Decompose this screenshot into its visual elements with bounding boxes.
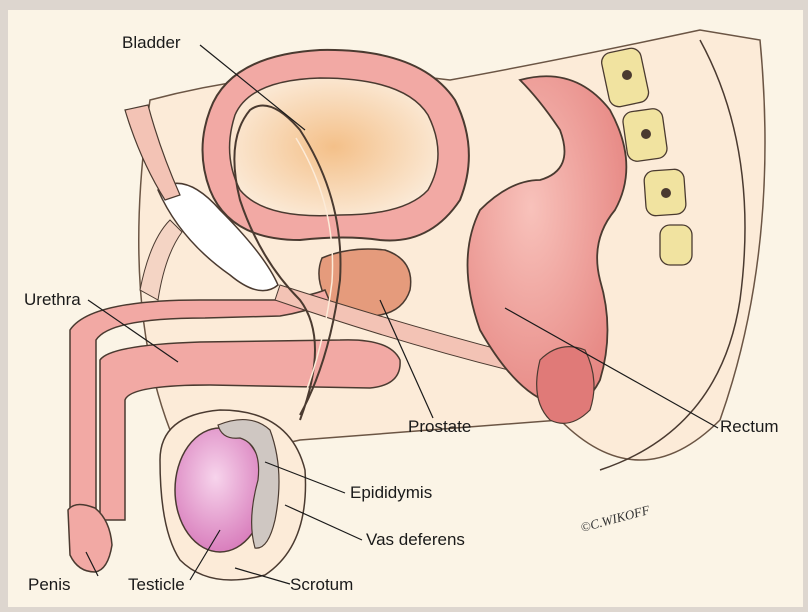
- label-urethra: Urethra: [24, 290, 81, 309]
- label-bladder: Bladder: [122, 33, 181, 52]
- label-epididymis: Epididymis: [350, 483, 432, 502]
- label-penis: Penis: [28, 575, 71, 594]
- bladder-lumen: [230, 78, 438, 216]
- anal-canal: [537, 347, 594, 424]
- label-prostate: Prostate: [408, 417, 471, 436]
- testicle-organ: [175, 428, 265, 552]
- label-scrotum: Scrotum: [290, 575, 353, 594]
- label-vas-deferens: Vas deferens: [366, 530, 465, 549]
- label-testicle: Testicle: [128, 575, 185, 594]
- label-rectum: Rectum: [720, 417, 779, 436]
